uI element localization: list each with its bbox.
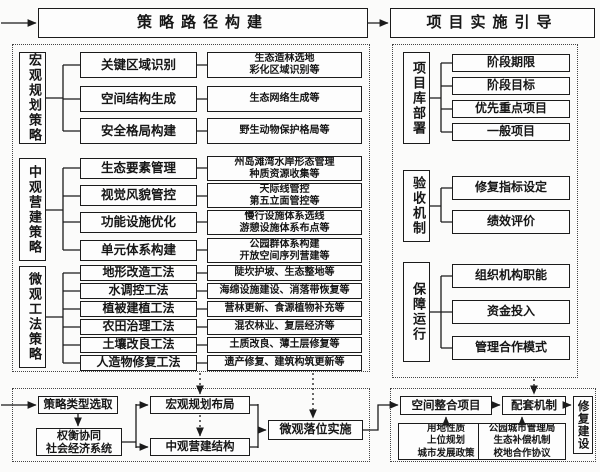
space-integration-box: 空间整合项目 — [400, 396, 492, 415]
strategy-name-box: 功能设施优化 — [80, 212, 197, 233]
strategy-name-box: 农田治理工法 — [80, 319, 197, 335]
micro-implementation-box: 微观落位实施 — [268, 420, 363, 440]
implementation-item-box: 修复指标设定 — [452, 176, 570, 200]
strategy-detail-box: 慢行设施体系选线 游憩设施体系布点等 — [207, 210, 362, 235]
strategy-name-box: 关键区域识别 — [80, 52, 197, 78]
strategy-detail-box: 混农林业、复层经济等 — [207, 319, 362, 335]
strategy-name-box: 土壤改良工法 — [80, 337, 197, 353]
implementation-panel — [392, 44, 578, 378]
implementation-item-box: 组织机构职能 — [452, 264, 570, 288]
group-label-operation-support: 保障运行 — [403, 262, 430, 362]
strategy-detail-box: 遗产修复、建筑构筑更新等 — [207, 355, 362, 371]
group-label-macro-planning: 宏观规划策略 — [19, 52, 46, 144]
strategy-detail-box: 野生动物保护格局等 — [207, 118, 362, 144]
strategy-detail-box: 公园群体系构建 开放空间序列营建等 — [207, 238, 362, 263]
strategy-name-box: 安全格局构建 — [80, 118, 197, 144]
strategy-name-box: 单元体系构建 — [80, 240, 197, 261]
strategy-name-box: 空间结构生成 — [80, 86, 197, 112]
implementation-item-box: 阶段目标 — [452, 77, 570, 95]
strategy-name-box: 人造物修复工法 — [80, 355, 197, 371]
group-label-meso-construction: 中观营建策略 — [19, 158, 46, 261]
strategy-detail-box: 生态造林选地 彩化区域识别等 — [207, 52, 362, 78]
implementation-item-box: 资金投入 — [452, 300, 570, 324]
strategy-panel — [12, 44, 370, 372]
strategy-name-box: 地形改造工法 — [80, 265, 197, 281]
implementation-item-box: 绩效评价 — [452, 210, 570, 234]
implementation-item-box: 管理合作模式 — [452, 336, 570, 360]
strategy-name-box: 生态要素管理 — [80, 158, 197, 179]
supporting-mechanism-box: 配套机制 — [502, 396, 566, 415]
strategy-detail-box: 营林更新、食源植物补充等 — [207, 301, 362, 317]
group-label-micro-method: 微观工法策略 — [19, 266, 46, 368]
strategy-detail-box: 陡坎护坡、生态整地等 — [207, 265, 362, 281]
strategy-type-box: 策略类型选取 — [38, 396, 118, 414]
implementation-item-box: 优先重点项目 — [452, 100, 570, 118]
meso-structure-box: 中观营建结构 — [150, 438, 250, 456]
implementation-panel-title: 项目实施引导 — [390, 8, 595, 38]
group-label-project-library: 项目库部署 — [403, 52, 430, 144]
group-label-acceptance-mechanism: 验收机制 — [403, 170, 430, 242]
mechanism-note-box: 公园城市管理局 生态补偿机制 校地合作协议 — [478, 423, 566, 460]
strategy-name-box: 视觉风貌管控 — [80, 185, 197, 206]
strategy-panel-title: 策略路径构建 — [38, 8, 368, 38]
restoration-construction-box: 修复建设 — [573, 396, 593, 454]
strategy-detail-box: 海绵设施建设、消落带恢复等 — [207, 283, 362, 299]
strategy-name-box: 水调控工法 — [80, 283, 197, 299]
implementation-item-box: 阶段期限 — [452, 54, 570, 72]
tradeoff-box: 权衡协同 社会经济系统 — [36, 428, 122, 456]
macro-layout-box: 宏观规划布局 — [150, 396, 250, 414]
strategy-name-box: 植被建植工法 — [80, 301, 197, 317]
strategy-detail-box: 州岛滩湾水岸形态管理 种质资源收集等 — [207, 156, 362, 181]
implementation-item-box: 一般项目 — [452, 123, 570, 141]
strategy-detail-box: 生态网络生成等 — [207, 86, 362, 112]
strategy-detail-box: 天际线管控 第五立面管控等 — [207, 183, 362, 208]
strategy-detail-box: 土质改良、薄土层修复等 — [207, 337, 362, 353]
